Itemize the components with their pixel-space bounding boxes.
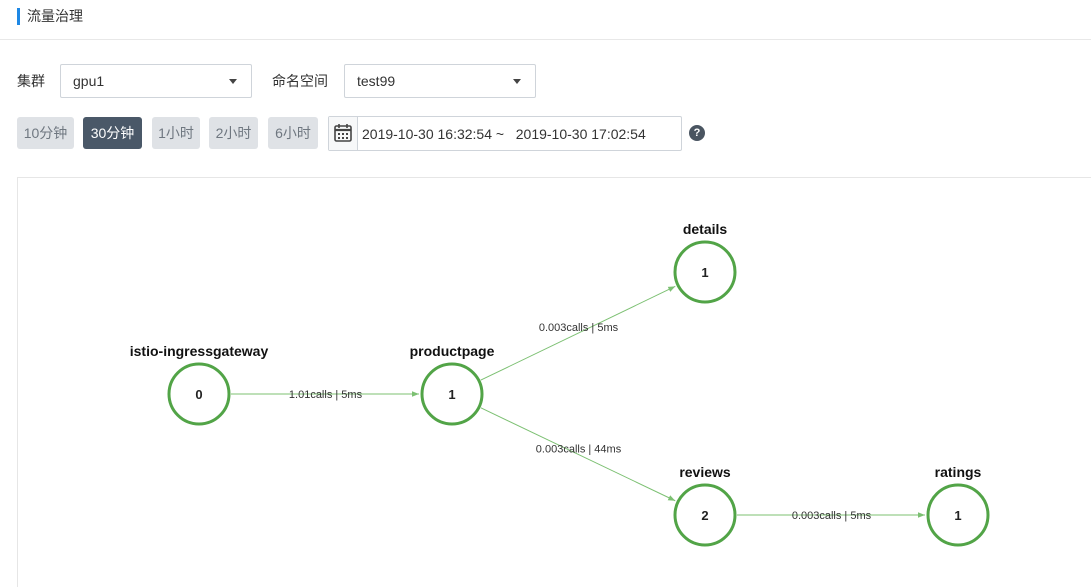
page-header: 流量治理 — [0, 0, 1091, 40]
cluster-label: 集群 — [17, 73, 45, 89]
service-node-name: details — [683, 221, 728, 237]
service-graph: 1.01calls | 5ms 0.003calls | 5ms 0.003call… — [130, 221, 990, 547]
range-button-1h[interactable]: 1小时 — [152, 117, 200, 149]
range-button-30min[interactable]: 30分钟 — [83, 117, 142, 149]
date-range-picker[interactable]: 2019-10-30 16:32:54 ~ 2019-10-30 17:02:5… — [328, 116, 682, 151]
service-node-count: 1 — [701, 265, 708, 280]
service-node-count: 1 — [954, 508, 961, 523]
cluster-select-value: gpu1 — [73, 73, 105, 89]
service-node-reviews[interactable]: reviews 2 — [673, 464, 737, 547]
title-accent-bar — [17, 8, 20, 25]
edge-productpage-to-reviews[interactable] — [480, 407, 676, 502]
service-node-name: istio-ingressgateway — [130, 343, 269, 359]
range-button-2h[interactable]: 2小时 — [209, 117, 258, 149]
namespace-select-value: test99 — [357, 73, 396, 89]
service-node-count: 2 — [701, 508, 708, 523]
service-node-circle[interactable] — [673, 240, 737, 304]
calendar-icon-box[interactable] — [329, 117, 358, 150]
service-node-circle[interactable] — [420, 362, 484, 426]
namespace-label: 命名空间 — [272, 73, 328, 89]
date-range-separator: ~ — [495, 126, 505, 142]
calendar-icon — [334, 124, 352, 142]
namespace-select[interactable]: test99 — [344, 64, 536, 98]
chevron-down-icon — [229, 79, 237, 84]
edges-layer: 1.01calls | 5ms 0.003calls | 5ms 0.003call… — [231, 285, 925, 522]
service-graph-panel: 1.01calls | 5ms 0.003calls | 5ms 0.003call… — [17, 177, 1091, 587]
service-node-productpage[interactable]: productpage 1 — [410, 343, 495, 426]
service-node-name: reviews — [679, 464, 731, 480]
service-node-name: productpage — [410, 343, 495, 359]
service-node-details[interactable]: details 1 — [673, 221, 737, 304]
service-node-count: 1 — [448, 387, 455, 402]
cluster-select[interactable]: gpu1 — [60, 64, 252, 98]
date-range-start: 2019-10-30 16:32:54 — [362, 126, 492, 142]
date-range-end: 2019-10-30 17:02:54 — [515, 126, 646, 142]
edge-label: 1.01calls | 5ms — [289, 389, 363, 401]
edge-label: 0.003calls | 5ms — [792, 510, 872, 522]
service-node-ratings[interactable]: ratings 1 — [926, 464, 990, 547]
edge-label: 0.003calls | 44ms — [536, 444, 622, 456]
page-title: 流量治理 — [27, 8, 83, 24]
service-node-istio-ingressgateway[interactable]: istio-ingressgateway 0 — [130, 343, 269, 426]
chevron-down-icon — [513, 79, 521, 84]
service-node-circle[interactable] — [167, 362, 231, 426]
date-range-text: 2019-10-30 16:32:54 ~ 2019-10-30 17:02:5… — [362, 125, 646, 143]
range-button-10min[interactable]: 10分钟 — [17, 117, 74, 149]
service-node-count: 0 — [195, 387, 202, 402]
help-icon[interactable]: ? — [689, 125, 705, 141]
service-node-name: ratings — [935, 464, 982, 480]
edge-label: 0.003calls | 5ms — [539, 322, 619, 334]
service-node-circle[interactable] — [673, 483, 737, 547]
edge-productpage-to-details[interactable] — [480, 285, 676, 381]
range-button-6h[interactable]: 6小时 — [268, 117, 318, 149]
nodes-layer: istio-ingressgateway0productpage1details… — [130, 221, 990, 547]
service-node-circle[interactable] — [926, 483, 990, 547]
